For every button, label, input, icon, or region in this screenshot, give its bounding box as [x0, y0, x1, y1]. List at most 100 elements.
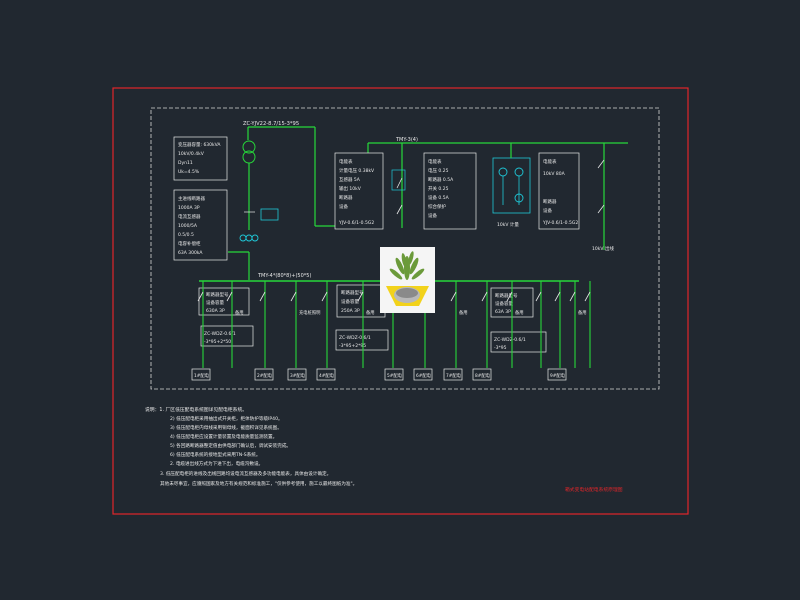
- metering-panel: [492, 157, 531, 214]
- breaker-switch-icon: [321, 291, 328, 302]
- svg-text:电能表: 电能表: [543, 158, 557, 165]
- svg-text:设备: 设备: [543, 207, 552, 214]
- title-block: 箱式变电站配电系统原理图: [565, 486, 623, 493]
- svg-text:10kV 计量: 10kV 计量: [497, 221, 519, 228]
- feeder-label: 备用: [366, 309, 375, 316]
- feeder-tag: 9#配电: [550, 372, 566, 379]
- feeder-tag: 4#配电: [319, 372, 335, 379]
- potted-plant-image: [380, 247, 435, 313]
- feeder-tag-box: [443, 368, 463, 381]
- incoming-feeder: ZC-YJV22-8.7/15-3*95 变压器容量: 630kVA 10kV/…: [173, 121, 335, 280]
- svg-text:-3*95: -3*95: [494, 345, 507, 351]
- svg-text:10kV 80A: 10kV 80A: [543, 171, 566, 177]
- feeder-tag: 8#配电: [475, 372, 491, 379]
- breaker-switch-icon: [226, 291, 233, 302]
- svg-text:1000A 3P: 1000A 3P: [178, 205, 200, 211]
- svg-text:电流互感器: 电流互感器: [178, 213, 201, 220]
- svg-text:3. 低压配电柜的进线及出线回路均设电流互感器及多功能电能表: 3. 低压配电柜的进线及出线回路均设电流互感器及多功能电能表，具体由设计确定。: [160, 470, 331, 477]
- breaker-switch-icon: [259, 291, 266, 302]
- breaker-switch-icon: [357, 291, 364, 302]
- svg-text:YJV-0.6/1-0.5G2: YJV-0.6/1-0.5G2: [542, 220, 578, 226]
- meter-box-icon: [260, 208, 279, 221]
- sheet-border: [112, 87, 689, 515]
- svg-text:63A 300kA: 63A 300kA: [178, 250, 203, 256]
- svg-text:2) 低压配电柜采用抽出式开关柜，柜体防护等级IP40。: 2) 低压配电柜采用抽出式开关柜，柜体防护等级IP40。: [170, 415, 283, 422]
- svg-text:1000/5A: 1000/5A: [178, 223, 198, 229]
- svg-text:ZC-WDZ-0.6/1: ZC-WDZ-0.6/1: [339, 335, 371, 341]
- svg-text:断路器: 断路器: [339, 194, 353, 201]
- svg-text:-3*95+2*95: -3*95+2*95: [339, 343, 366, 349]
- svg-text:250A 3P: 250A 3P: [341, 308, 360, 314]
- svg-text:设备: 设备: [428, 212, 437, 219]
- feeder-tag: 7#配电: [446, 372, 462, 379]
- svg-text:5) 各回路断路器整定值由供电部门确认后，调试安装完成。: 5) 各回路断路器整定值由供电部门确认后，调试安装完成。: [170, 442, 291, 449]
- svg-text:6) 低压配电系统的接地型式采用TN-S系统。: 6) 低压配电系统的接地型式采用TN-S系统。: [170, 451, 261, 458]
- breaker-switch-icon: [554, 291, 561, 302]
- svg-text:输出 10kV: 输出 10kV: [339, 185, 362, 192]
- svg-text:电容补偿柜: 电容补偿柜: [178, 240, 201, 247]
- feeder-tag-box: [384, 368, 404, 381]
- svg-text:63A 3P: 63A 3P: [495, 309, 511, 315]
- breaker-switch-icon: [584, 291, 591, 302]
- svg-text:2. 电缆进出线方式为下进下出，电缆沟敷设。: 2. 电缆进出线方式为下进下出，电缆沟敷设。: [170, 460, 263, 467]
- breaker-switch-icon: [535, 291, 542, 302]
- feeder-tag: 1#配电: [194, 372, 210, 379]
- svg-text:计量电压 0.38kV: 计量电压 0.38kV: [339, 167, 375, 174]
- svg-text:电压 0.25: 电压 0.25: [428, 167, 449, 174]
- breaker-switch-icon: [481, 291, 488, 302]
- feeder-label: 备用: [515, 309, 524, 316]
- feeder-tag-box: [472, 368, 492, 381]
- svg-text:Uk=4.5%: Uk=4.5%: [178, 169, 200, 175]
- svg-text:-3*95+2*50: -3*95+2*50: [204, 339, 231, 345]
- feeder-tag-box: [413, 368, 433, 381]
- breaker-switch-icon: [569, 291, 576, 302]
- svg-text:TMY-4*(80*8)+(50*5): TMY-4*(80*8)+(50*5): [257, 273, 311, 279]
- svg-text:主进线断路器: 主进线断路器: [178, 195, 205, 202]
- feeder-tag-box: [316, 368, 336, 381]
- svg-text:断路器: 断路器: [543, 198, 557, 205]
- feeder-label: 备用: [578, 309, 587, 316]
- svg-text:电能表: 电能表: [428, 158, 442, 165]
- feeder-tag: 6#配电: [416, 372, 432, 379]
- svg-text:Dyn11: Dyn11: [178, 160, 193, 166]
- svg-text:互感器 5A: 互感器 5A: [339, 176, 361, 183]
- feeder-tag-box: [191, 368, 211, 381]
- feeder-tag-box: [254, 368, 274, 381]
- svg-text:0.5/0.5: 0.5/0.5: [178, 232, 194, 238]
- svg-text:设备 0.5A: 设备 0.5A: [428, 194, 450, 201]
- notes-heading: 说明：1. 厂区低压配电系统图详见配电柜系统。: [145, 406, 247, 413]
- svg-text:10kV/0.4kV: 10kV/0.4kV: [178, 151, 205, 157]
- svg-text:TMY-3(4): TMY-3(4): [395, 137, 418, 143]
- feeder-tag: 3#配电: [290, 372, 306, 379]
- feeder-label: 充电桩照明: [299, 309, 320, 316]
- svg-text:开关 0.25: 开关 0.25: [428, 185, 449, 192]
- svg-text:ZC-WDZ-0.6/1: ZC-WDZ-0.6/1: [204, 331, 236, 337]
- svg-text:10kV 出线: 10kV 出线: [592, 245, 614, 252]
- panel-b-box: [423, 152, 477, 230]
- current-transformer-icon: [239, 234, 259, 242]
- feeder-label: 备用: [459, 309, 468, 316]
- breaker-switch-icon: [197, 291, 204, 302]
- feeder-tag-box: [547, 368, 567, 381]
- notes-block: 说明：1. 厂区低压配电系统图详见配电柜系统。 2) 低压配电柜采用抽出式开关柜…: [145, 406, 623, 493]
- feeder-tag: 5#配电: [387, 372, 403, 379]
- svg-text:设备: 设备: [339, 203, 348, 210]
- panel-d-box: [538, 152, 580, 230]
- svg-text:ZC-WDZ-0.6/1: ZC-WDZ-0.6/1: [494, 337, 526, 343]
- breaker-switch-icon: [450, 291, 457, 302]
- svg-text:电能表: 电能表: [339, 158, 353, 165]
- svg-text:设备容量: 设备容量: [206, 299, 224, 306]
- feeder-tag: 2#配电: [257, 372, 273, 379]
- feeder-label: 备用: [235, 309, 244, 316]
- svg-text:变压器容量: 630kVA: 变压器容量: 630kVA: [178, 141, 221, 148]
- svg-text:综合保护: 综合保护: [428, 203, 446, 210]
- svg-text:设备容量: 设备容量: [341, 298, 359, 305]
- svg-text:断路器型号: 断路器型号: [495, 292, 518, 299]
- diagram-frame: [150, 107, 660, 390]
- incoming-cable-label: ZC-YJV22-8.7/15-3*95: [243, 121, 299, 127]
- svg-text:3) 低压配电柜内母线采用铜母线，截面积详见系统图。: 3) 低压配电柜内母线采用铜母线，截面积详见系统图。: [170, 424, 282, 431]
- svg-text:630A 3P: 630A 3P: [206, 308, 225, 314]
- svg-text:断路器型号: 断路器型号: [341, 289, 364, 296]
- svg-text:YJV-0.6/1-0.5G2: YJV-0.6/1-0.5G2: [338, 220, 374, 226]
